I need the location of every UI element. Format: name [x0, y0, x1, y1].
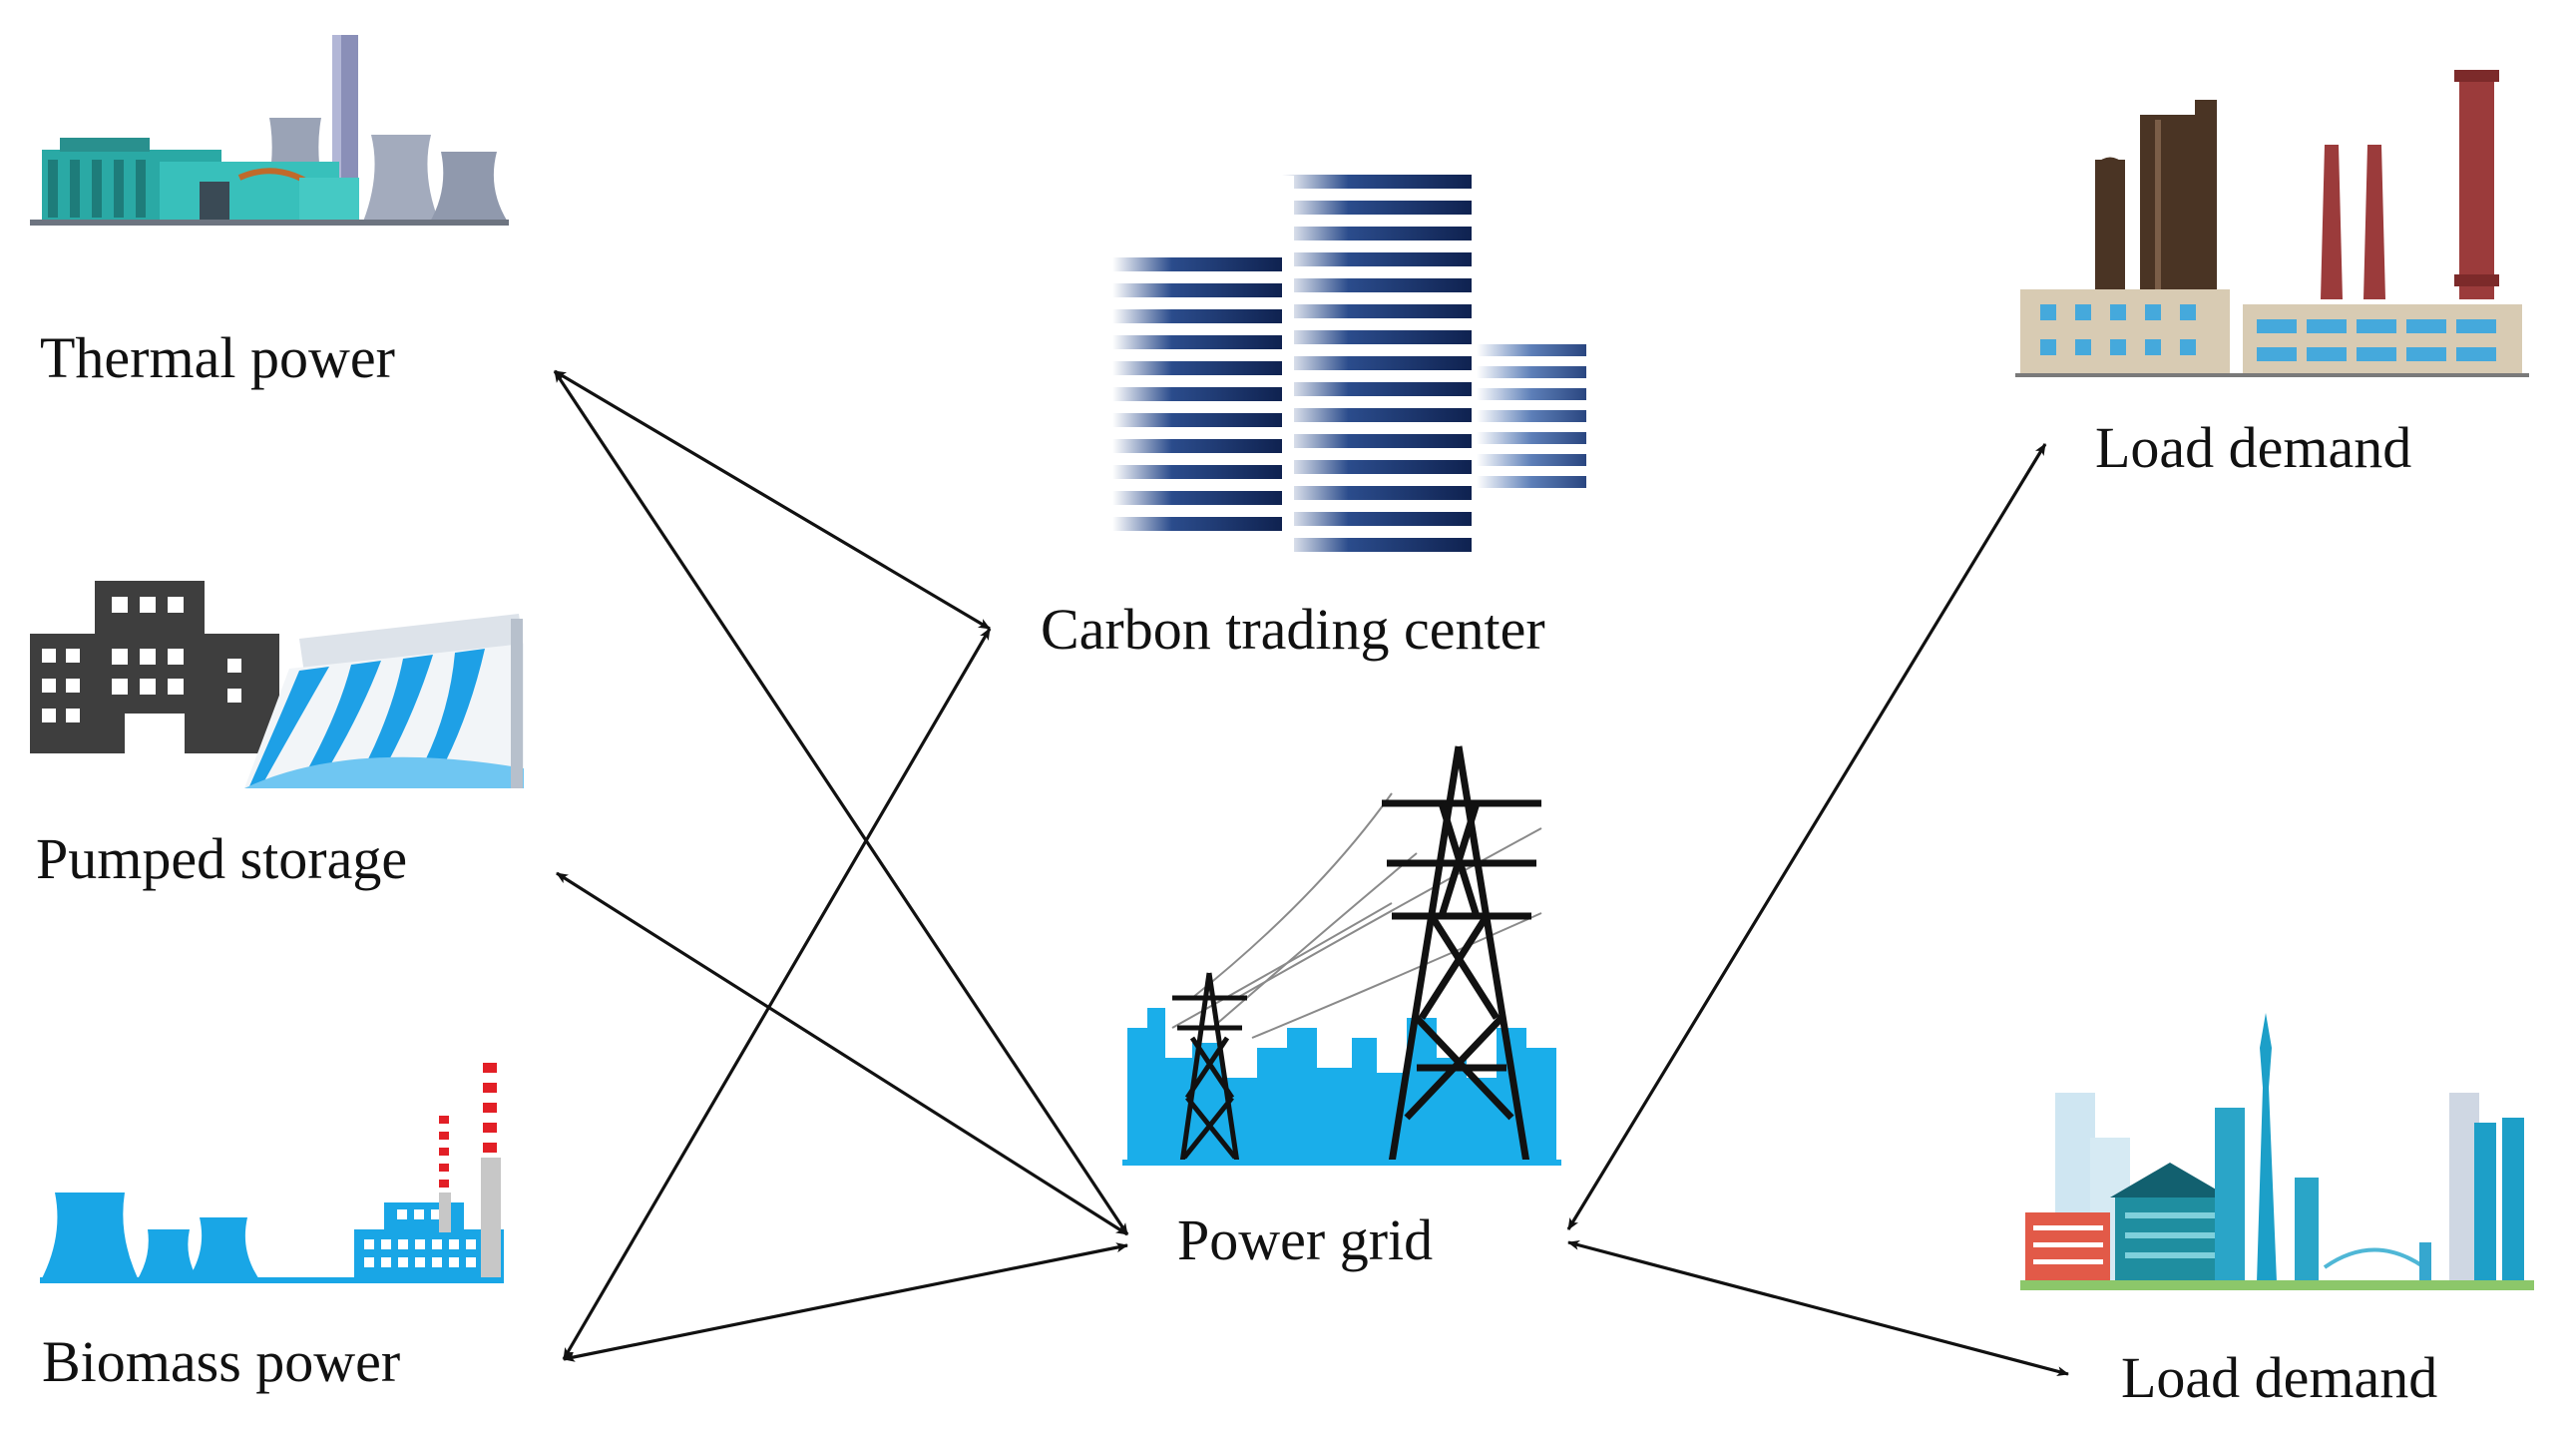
node-label-thermal-power: Thermal power: [40, 325, 395, 390]
arrow-grid-load-industrial: [1566, 443, 2047, 1230]
node-label-pumped-storage: Pumped storage: [36, 826, 407, 891]
pumped-storage-plant-icon: [30, 581, 524, 788]
node-label-biomass-power: Biomass power: [42, 1329, 400, 1394]
arrows: [553, 369, 2069, 1377]
transmission-tower-icon: [1122, 745, 1561, 1166]
node-label-load-demand-city: Load demand: [2121, 1345, 2437, 1410]
office-buildings-icon: [1112, 175, 1586, 553]
biomass-power-plant-icon: [40, 1063, 504, 1283]
arrow-biomass-carbon: [562, 628, 992, 1360]
arrow-thermal-grid: [553, 370, 1129, 1235]
arrow-thermal-carbon: [554, 369, 991, 631]
city-skyline-icon: [2020, 1013, 2534, 1290]
factory-icon: [2015, 70, 2529, 377]
arrow-grid-load-city: [1567, 1239, 2069, 1377]
arrow-pumped-grid: [556, 871, 1128, 1236]
node-label-power-grid: Power grid: [1177, 1207, 1433, 1272]
arrow-biomass-grid: [563, 1242, 1128, 1362]
thermal-power-plant-icon: [30, 35, 509, 226]
node-label-carbon-trading-center: Carbon trading center: [1041, 597, 1545, 662]
node-label-load-demand-industrial: Load demand: [2095, 415, 2411, 480]
